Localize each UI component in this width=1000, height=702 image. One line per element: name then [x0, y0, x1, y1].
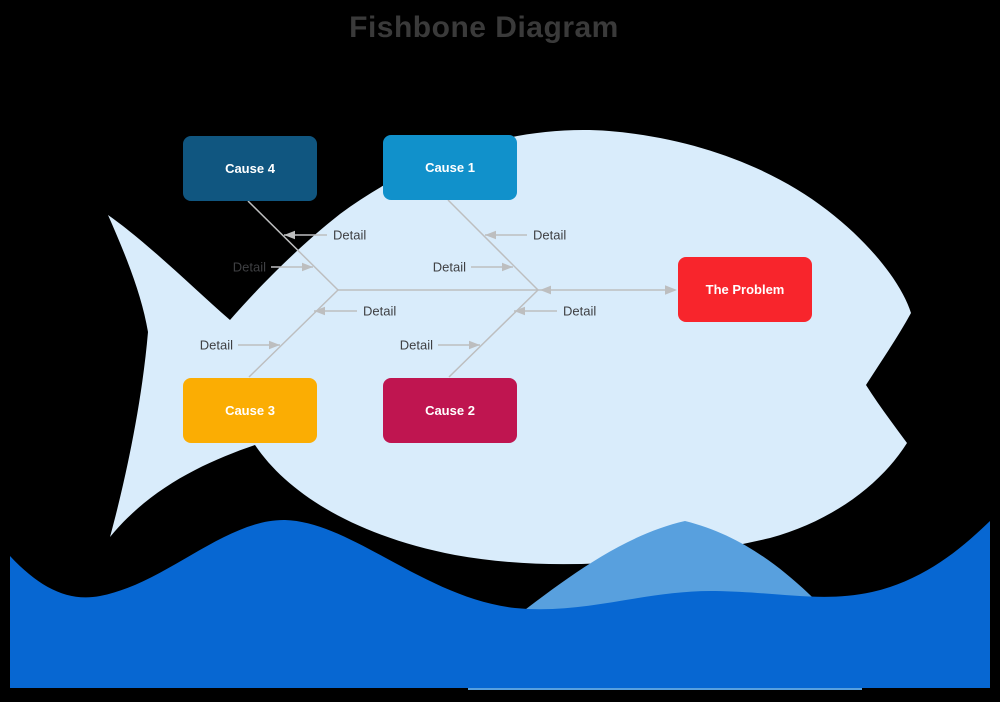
- spine-arrowhead-into-problem-icon: [665, 285, 677, 295]
- detail-label: Detail: [533, 227, 567, 243]
- cause1-detail-arrow-right-icon: [485, 230, 496, 240]
- cause2-detail-arrow-left-icon: [469, 340, 480, 350]
- cause4-detail-arrow-right-icon: [284, 230, 295, 240]
- cause1-detail-arrow-left-icon: [502, 262, 513, 272]
- cause2-detail-arrow-right-icon: [514, 306, 525, 316]
- detail-label: Detail: [333, 227, 367, 243]
- detail-label: Detail: [363, 303, 397, 319]
- node-cause-1: Cause 1: [383, 135, 517, 200]
- node-cause-4: Cause 4: [183, 136, 317, 201]
- arrowheads: [269, 230, 677, 350]
- node-cause-3: Cause 3: [183, 378, 317, 443]
- node-cause-1-label: Cause 1: [425, 160, 475, 175]
- cause4-detail-arrow-left-icon: [302, 262, 313, 272]
- fish-body-shape: [108, 130, 911, 565]
- node-the-problem-label: The Problem: [705, 282, 785, 297]
- detail-label: Detail: [432, 259, 466, 275]
- cause1-bone: [447, 199, 539, 291]
- cause2-bone: [448, 289, 539, 378]
- node-cause-4-label: Cause 4: [225, 161, 275, 176]
- detail-label: Detail: [399, 337, 433, 353]
- node-the-problem: The Problem: [678, 257, 812, 322]
- detail-label: Detail: [563, 303, 597, 319]
- node-cause-2-label: Cause 2: [425, 403, 475, 418]
- spine-arrowhead-at-junction-icon: [540, 285, 551, 295]
- page-title: Fishbone Diagram: [349, 11, 619, 44]
- node-cause-2: Cause 2: [383, 378, 517, 443]
- cause3-detail-arrow-left-icon: [269, 340, 280, 350]
- cause3-detail-arrow-right-icon: [314, 306, 325, 316]
- node-cause-3-label: Cause 3: [225, 403, 275, 418]
- wave-front-shape: [10, 519, 990, 688]
- detail-label: Detail: [232, 259, 266, 275]
- detail-label: Detail: [199, 337, 233, 353]
- cause3-bone: [248, 289, 339, 378]
- cause4-bone: [247, 200, 339, 291]
